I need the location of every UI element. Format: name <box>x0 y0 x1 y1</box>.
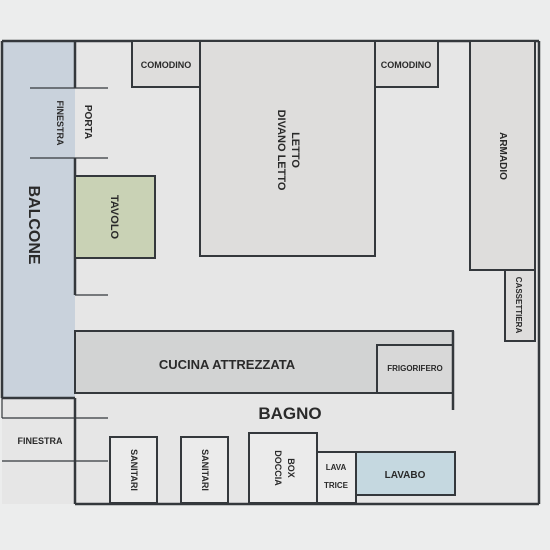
label-cassettiera: CASSETTIERA <box>514 277 523 334</box>
label-finestra-bottom: FINESTRA <box>18 436 64 446</box>
lavatrice <box>316 451 357 504</box>
label-letto: LETTO <box>289 132 301 168</box>
label-comodino-right: COMODINO <box>381 60 432 70</box>
label-lavabo: LAVABO <box>385 470 426 481</box>
opening-lines <box>1 87 108 462</box>
wardrobe <box>469 40 536 271</box>
label-trice: TRICE <box>324 481 349 490</box>
sanitari-1 <box>109 436 158 504</box>
lavabo <box>355 451 456 496</box>
label-tavolo: TAVOLO <box>108 195 120 240</box>
table <box>74 175 156 259</box>
label-doccia: DOCCIA <box>273 450 283 486</box>
label-lava: LAVA <box>326 463 347 472</box>
label-frigorifero: FRIGORIFERO <box>387 364 443 373</box>
label-sanitari-2: SANITARI <box>200 449 210 491</box>
label-cucina: CUCINA ATTREZZATA <box>159 357 296 372</box>
label-comodino-left: COMODINO <box>141 60 192 70</box>
label-finestra-top: FINESTRA <box>55 101 65 147</box>
label-bagno: BAGNO <box>258 404 321 423</box>
label-armadio: ARMADIO <box>497 132 508 180</box>
balcony-area <box>3 42 75 398</box>
label-box: BOX <box>286 458 296 478</box>
chest-of-drawers <box>504 269 536 342</box>
label-porta: PORTA <box>82 105 93 139</box>
box-doccia <box>248 432 318 504</box>
fridge <box>376 344 454 394</box>
bed <box>199 40 376 257</box>
comodino-left <box>131 40 201 88</box>
label-sanitari-1: SANITARI <box>129 449 139 491</box>
comodino-right <box>373 40 439 88</box>
sanitari-2 <box>180 436 229 504</box>
label-divano-letto: DIVANO LETTO <box>275 110 287 191</box>
label-balcone: BALCONE <box>25 185 42 264</box>
